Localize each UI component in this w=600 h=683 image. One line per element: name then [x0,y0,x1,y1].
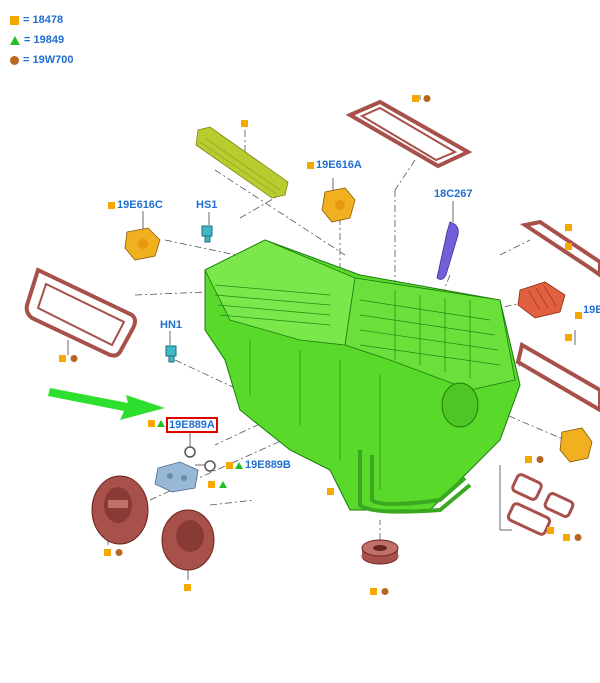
legend-row-19849: = 19849 [10,30,73,50]
part-label-19e889b[interactable]: 19E889B [245,459,291,471]
part-label-hs1[interactable]: HS1 [196,199,218,211]
o-ring-19e889a [184,446,196,458]
actuator-19e616a [321,187,356,223]
grommet-left [91,475,149,545]
triangle-icon [10,35,20,45]
symbol-legend: = 18478 = 19849 = 19W700 [10,10,73,70]
seal-top [345,99,473,169]
grommet-mid [161,509,215,571]
seal-right-mid [515,341,600,413]
sensor-18c267 [436,221,459,280]
pointer-arrow [48,388,165,420]
part-label-19e889a[interactable]: 19E889A [166,417,218,433]
seals-small-group [506,473,575,536]
blower-resistor [517,281,566,319]
expansion-valve [154,461,199,493]
hvac-housing [204,239,521,514]
seal-left [24,267,137,358]
part-label-19e616c[interactable]: 19E616C [117,199,163,211]
actuator-right [559,427,593,463]
part-label-19e-edge[interactable]: 19E [583,304,600,316]
actuator-19e616c [124,227,161,261]
legend-text: = 19W700 [23,54,74,66]
o-ring-19e889b [204,460,216,472]
grommet-bottom [361,539,399,565]
cabin-filter [195,126,289,199]
part-label-18c267[interactable]: 18C267 [434,188,473,200]
square-icon [10,15,19,25]
seal-right-upper [519,219,600,278]
circle-icon [10,55,19,65]
callout-markers [59,95,582,595]
fitting-hn1 [165,345,177,363]
legend-row-19w700: = 19W700 [10,50,73,70]
part-label-hn1[interactable]: HN1 [160,319,183,331]
legend-row-18478: = 18478 [10,10,73,30]
legend-text: = 19849 [24,34,65,46]
legend-text: = 18478 [23,14,64,26]
fitting-hs1 [201,225,213,243]
part-label-19e616a[interactable]: 19E616A [316,159,362,171]
